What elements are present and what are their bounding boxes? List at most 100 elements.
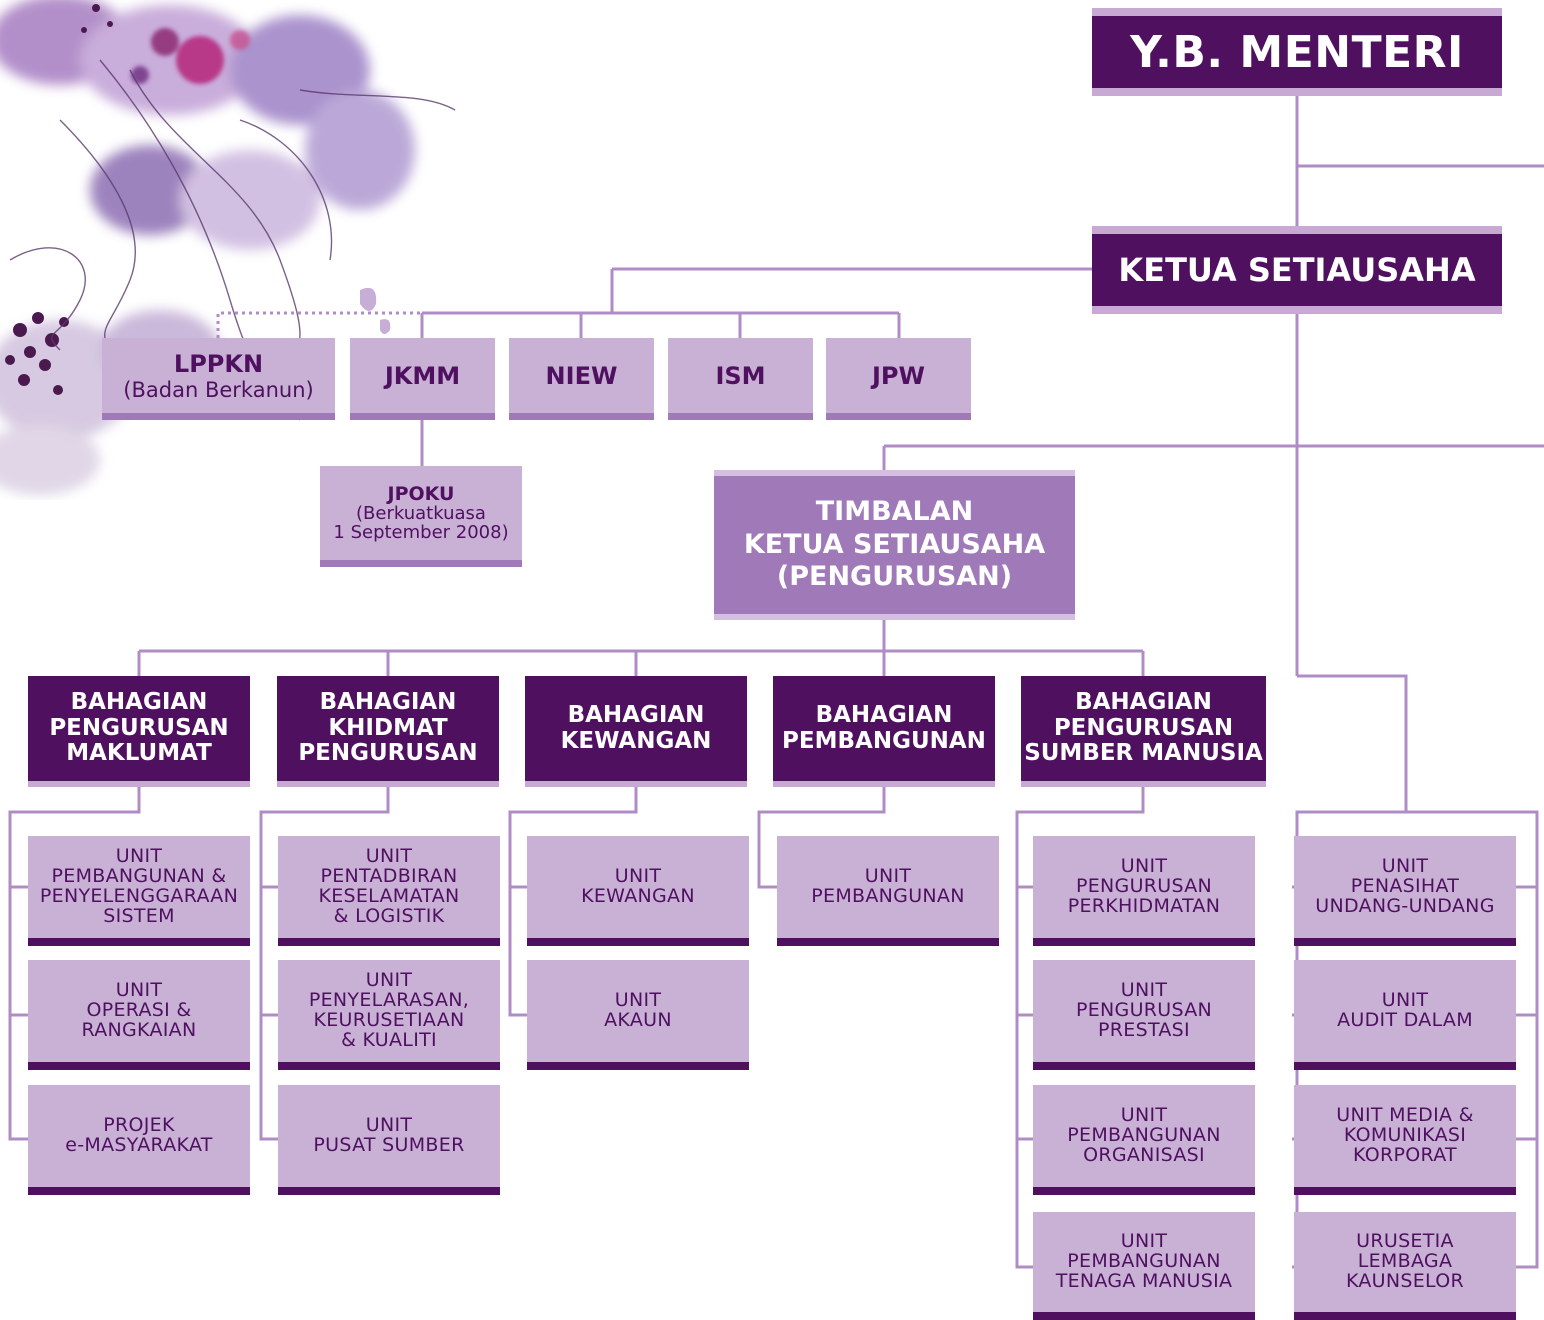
- ketua-setiausaha-box: KETUA SETIAUSAHA: [1092, 226, 1502, 314]
- division-title-line: KEWANGAN: [560, 727, 712, 754]
- unit-line: OPERASI &: [86, 999, 192, 1022]
- agency-jkmm: JKMM: [350, 338, 495, 420]
- unit-line: PENASIHAT: [1350, 875, 1460, 898]
- unit-box: UNIT PENGURUSAN PRESTASI: [1033, 960, 1255, 1070]
- unit-line: AUDIT DALAM: [1337, 1009, 1473, 1031]
- unit-line: UNIT: [614, 865, 662, 888]
- timbalan-line: TIMBALAN: [815, 496, 974, 528]
- unit-line: e-MASYARAKAT: [65, 1134, 213, 1156]
- agency-lppkn: LPPKN (Badan Berkanun): [102, 338, 335, 420]
- unit-line: URUSETIA: [1356, 1230, 1454, 1253]
- unit-line: UNIT: [365, 845, 413, 868]
- unit-box: PROJEK e-MASYARAKAT: [28, 1085, 250, 1195]
- division-title-line: SUMBER MANUSIA: [1024, 740, 1263, 767]
- agency-lppkn-note: (Badan Berkanun): [123, 377, 314, 402]
- unit-line: PEMBANGUNAN: [811, 885, 965, 907]
- timbalan-line: KETUA SETIAUSAHA: [743, 528, 1046, 560]
- unit-box: UNIT PENTADBIRAN KESELAMATAN & LOGISTIK: [278, 836, 500, 946]
- unit-line: PERKHIDMATAN: [1067, 894, 1221, 917]
- unit-box: UNIT PENGURUSAN PERKHIDMATAN: [1033, 836, 1255, 946]
- unit-line: KORPORAT: [1353, 1143, 1457, 1166]
- division-title-line: BAHAGIAN: [815, 701, 953, 728]
- unit-line: KEWANGAN: [581, 885, 695, 907]
- unit-line: PEMBANGUNAN &: [51, 865, 227, 888]
- unit-box: UNIT OPERASI & RANGKAIAN: [28, 960, 250, 1070]
- unit-line: LEMBAGA: [1357, 1250, 1453, 1273]
- division-sumber-manusia: BAHAGIAN PENGURUSAN SUMBER MANUSIA: [1021, 676, 1266, 787]
- unit-box: UNIT PEMBANGUNAN ORGANISASI: [1033, 1085, 1255, 1195]
- division-title-line: PENGURUSAN: [1053, 714, 1234, 741]
- division-title-line: MAKLUMAT: [66, 740, 212, 767]
- unit-box: UNIT PENYELARASAN, KEURUSETIAAN & KUALIT…: [278, 960, 500, 1070]
- unit-line: UNIT: [1120, 1104, 1168, 1127]
- unit-line: KAUNSELOR: [1345, 1269, 1465, 1292]
- direct-unit-box: URUSETIA LEMBAGA KAUNSELOR: [1294, 1212, 1516, 1320]
- division-title-line: BAHAGIAN: [567, 701, 705, 728]
- unit-line: & LOGISTIK: [333, 904, 445, 927]
- unit-line: PROJEK: [103, 1114, 175, 1137]
- unit-line: & KUALITI: [341, 1028, 437, 1051]
- unit-line: RANGKAIAN: [81, 1018, 197, 1041]
- unit-line: TENAGA MANUSIA: [1055, 1269, 1233, 1292]
- unit-line: UNIT MEDIA &: [1336, 1104, 1474, 1127]
- unit-line: PEMBANGUNAN: [1067, 1250, 1221, 1273]
- unit-line: UNIT: [1381, 855, 1429, 878]
- division-kewangan: BAHAGIAN KEWANGAN: [525, 676, 747, 787]
- unit-line: UNIT: [365, 1114, 413, 1137]
- unit-line: PENTADBIRAN: [320, 865, 458, 888]
- menteri-title: Y.B. MENTERI: [1130, 26, 1464, 78]
- division-pengurusan-maklumat: BAHAGIAN PENGURUSAN MAKLUMAT: [28, 676, 250, 787]
- unit-line: SISTEM: [103, 904, 175, 927]
- agency-jpoku-note: (Berkuatkuasa: [356, 503, 486, 525]
- unit-box: UNIT PEMBANGUNAN: [777, 836, 999, 946]
- division-title-line: BAHAGIAN: [70, 688, 208, 715]
- division-title-line: KHIDMAT: [328, 714, 448, 741]
- unit-line: UNIT: [1120, 855, 1168, 878]
- agency-jpoku-name: JPOKU: [387, 483, 455, 506]
- agency-jpoku-note: 1 September 2008): [333, 522, 509, 543]
- unit-box: UNIT AKAUN: [527, 960, 749, 1070]
- agency-jpw-name: JPW: [872, 361, 925, 390]
- division-title-line: PENGURUSAN: [49, 714, 229, 741]
- unit-line: PRESTASI: [1098, 1018, 1190, 1041]
- timbalan-line: (PENGURUSAN): [776, 561, 1013, 593]
- agency-niew: NIEW: [509, 338, 654, 420]
- unit-line: PENYELENGGARAAN: [39, 885, 239, 907]
- division-title-line: BAHAGIAN: [319, 688, 457, 715]
- ketua-setiausaha-title: KETUA SETIAUSAHA: [1118, 251, 1476, 289]
- unit-line: PENYELARASAN,: [308, 989, 470, 1012]
- unit-line: AKAUN: [604, 1009, 672, 1031]
- menteri-box: Y.B. MENTERI: [1092, 8, 1502, 96]
- agency-jkmm-name: JKMM: [384, 361, 461, 390]
- division-title-line: BAHAGIAN: [1075, 688, 1212, 715]
- unit-line: PENGURUSAN: [1075, 999, 1213, 1022]
- unit-line: ORGANISASI: [1083, 1143, 1205, 1166]
- direct-unit-box: UNIT MEDIA & KOMUNIKASI KORPORAT: [1294, 1085, 1516, 1195]
- unit-line: KOMUNIKASI: [1343, 1124, 1467, 1147]
- watercolor-floral-art: [0, 0, 456, 495]
- unit-line: PEMBANGUNAN: [1067, 1124, 1221, 1147]
- unit-line: UNIT: [1120, 979, 1168, 1002]
- division-title-line: PENGURUSAN: [298, 740, 478, 767]
- unit-line: UNIT: [1120, 1230, 1168, 1253]
- direct-unit-box: UNIT PENASIHAT UNDANG-UNDANG: [1294, 836, 1516, 946]
- agency-lppkn-name: LPPKN: [173, 349, 264, 378]
- unit-line: KEURUSETIAAN: [313, 1009, 465, 1031]
- unit-box: UNIT KEWANGAN: [527, 836, 749, 946]
- agency-jpoku: JPOKU (Berkuatkuasa 1 September 2008): [320, 466, 522, 567]
- agency-jpw: JPW: [826, 338, 971, 420]
- unit-box: UNIT PEMBANGUNAN & PENYELENGGARAAN SISTE…: [28, 836, 250, 946]
- unit-line: UNIT: [365, 969, 413, 992]
- unit-line: UNIT: [1381, 989, 1429, 1012]
- unit-line: KESELAMATAN: [318, 885, 460, 907]
- unit-box: UNIT PEMBANGUNAN TENAGA MANUSIA: [1033, 1212, 1255, 1320]
- unit-line: UNDANG-UNDANG: [1315, 894, 1495, 917]
- division-khidmat-pengurusan: BAHAGIAN KHIDMAT PENGURUSAN: [277, 676, 499, 787]
- unit-line: PENGURUSAN: [1075, 875, 1213, 898]
- direct-unit-box: UNIT AUDIT DALAM: [1294, 960, 1516, 1070]
- unit-line: UNIT: [614, 989, 662, 1012]
- unit-line: PUSAT SUMBER: [313, 1134, 465, 1156]
- agency-ism-name: ISM: [715, 361, 766, 390]
- unit-box: UNIT PUSAT SUMBER: [278, 1085, 500, 1195]
